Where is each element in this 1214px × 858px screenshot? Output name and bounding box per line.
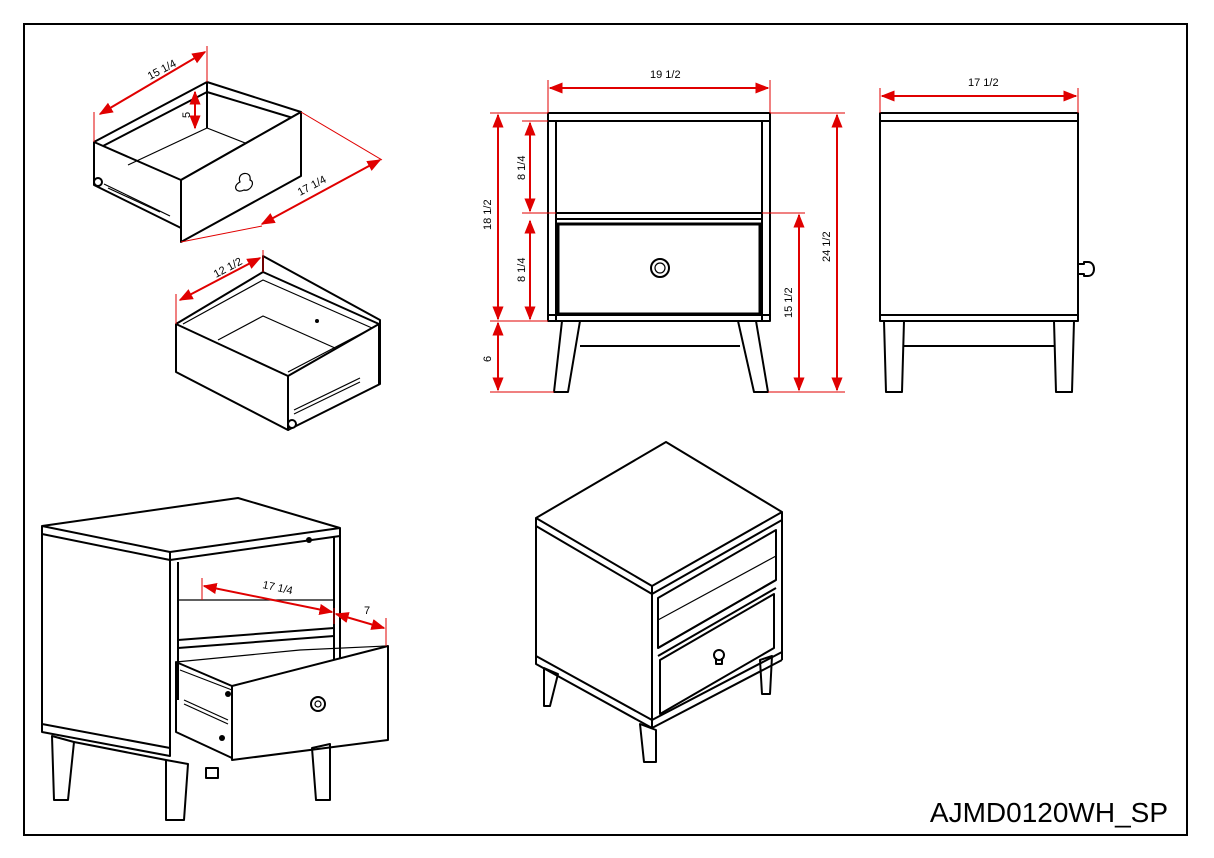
drawer-view-top: 15 1/4 5 17 1/4 [93,46,383,243]
dim-drawer-width-label: 15 1/4 [146,58,179,83]
dim-total-height-label: 24 1/2 [821,231,833,262]
dim-open-drawer-depth-label: 17 1/4 [261,579,293,597]
dim-drawer-depth-label: 17 1/4 [296,174,329,199]
dim-drawer-height-label: 5 [181,112,193,118]
dim-drawer-front-height-label: 8 1/4 [516,258,528,282]
drawing-code: AJMD0120WH_SP [930,797,1168,828]
front-elevation: 19 1/2 8 1/4 8 1/4 18 1/2 6 15 1/2 24 1/… [482,69,845,393]
dim-front-width-label: 19 1/2 [650,69,681,81]
dim-body-height-label: 18 1/2 [482,199,494,230]
dim-shelf-height-label: 8 1/4 [516,156,528,180]
dim-drawer-inner-width-label: 12 1/2 [212,256,245,281]
isometric-closed-view [535,441,783,763]
dim-side-depth-label: 17 1/2 [968,77,999,89]
dim-to-drawer-top-label: 15 1/2 [783,287,795,318]
dim-leg-height-label: 6 [482,356,494,362]
drawing-border [23,23,1188,836]
isometric-open-view: 17 1/4 7 [41,497,389,821]
drawer-view-box: 12 1/2 [175,250,381,431]
side-elevation: 17 1/2 [879,77,1095,393]
dim-open-drawer-extension-label: 7 [364,605,370,617]
